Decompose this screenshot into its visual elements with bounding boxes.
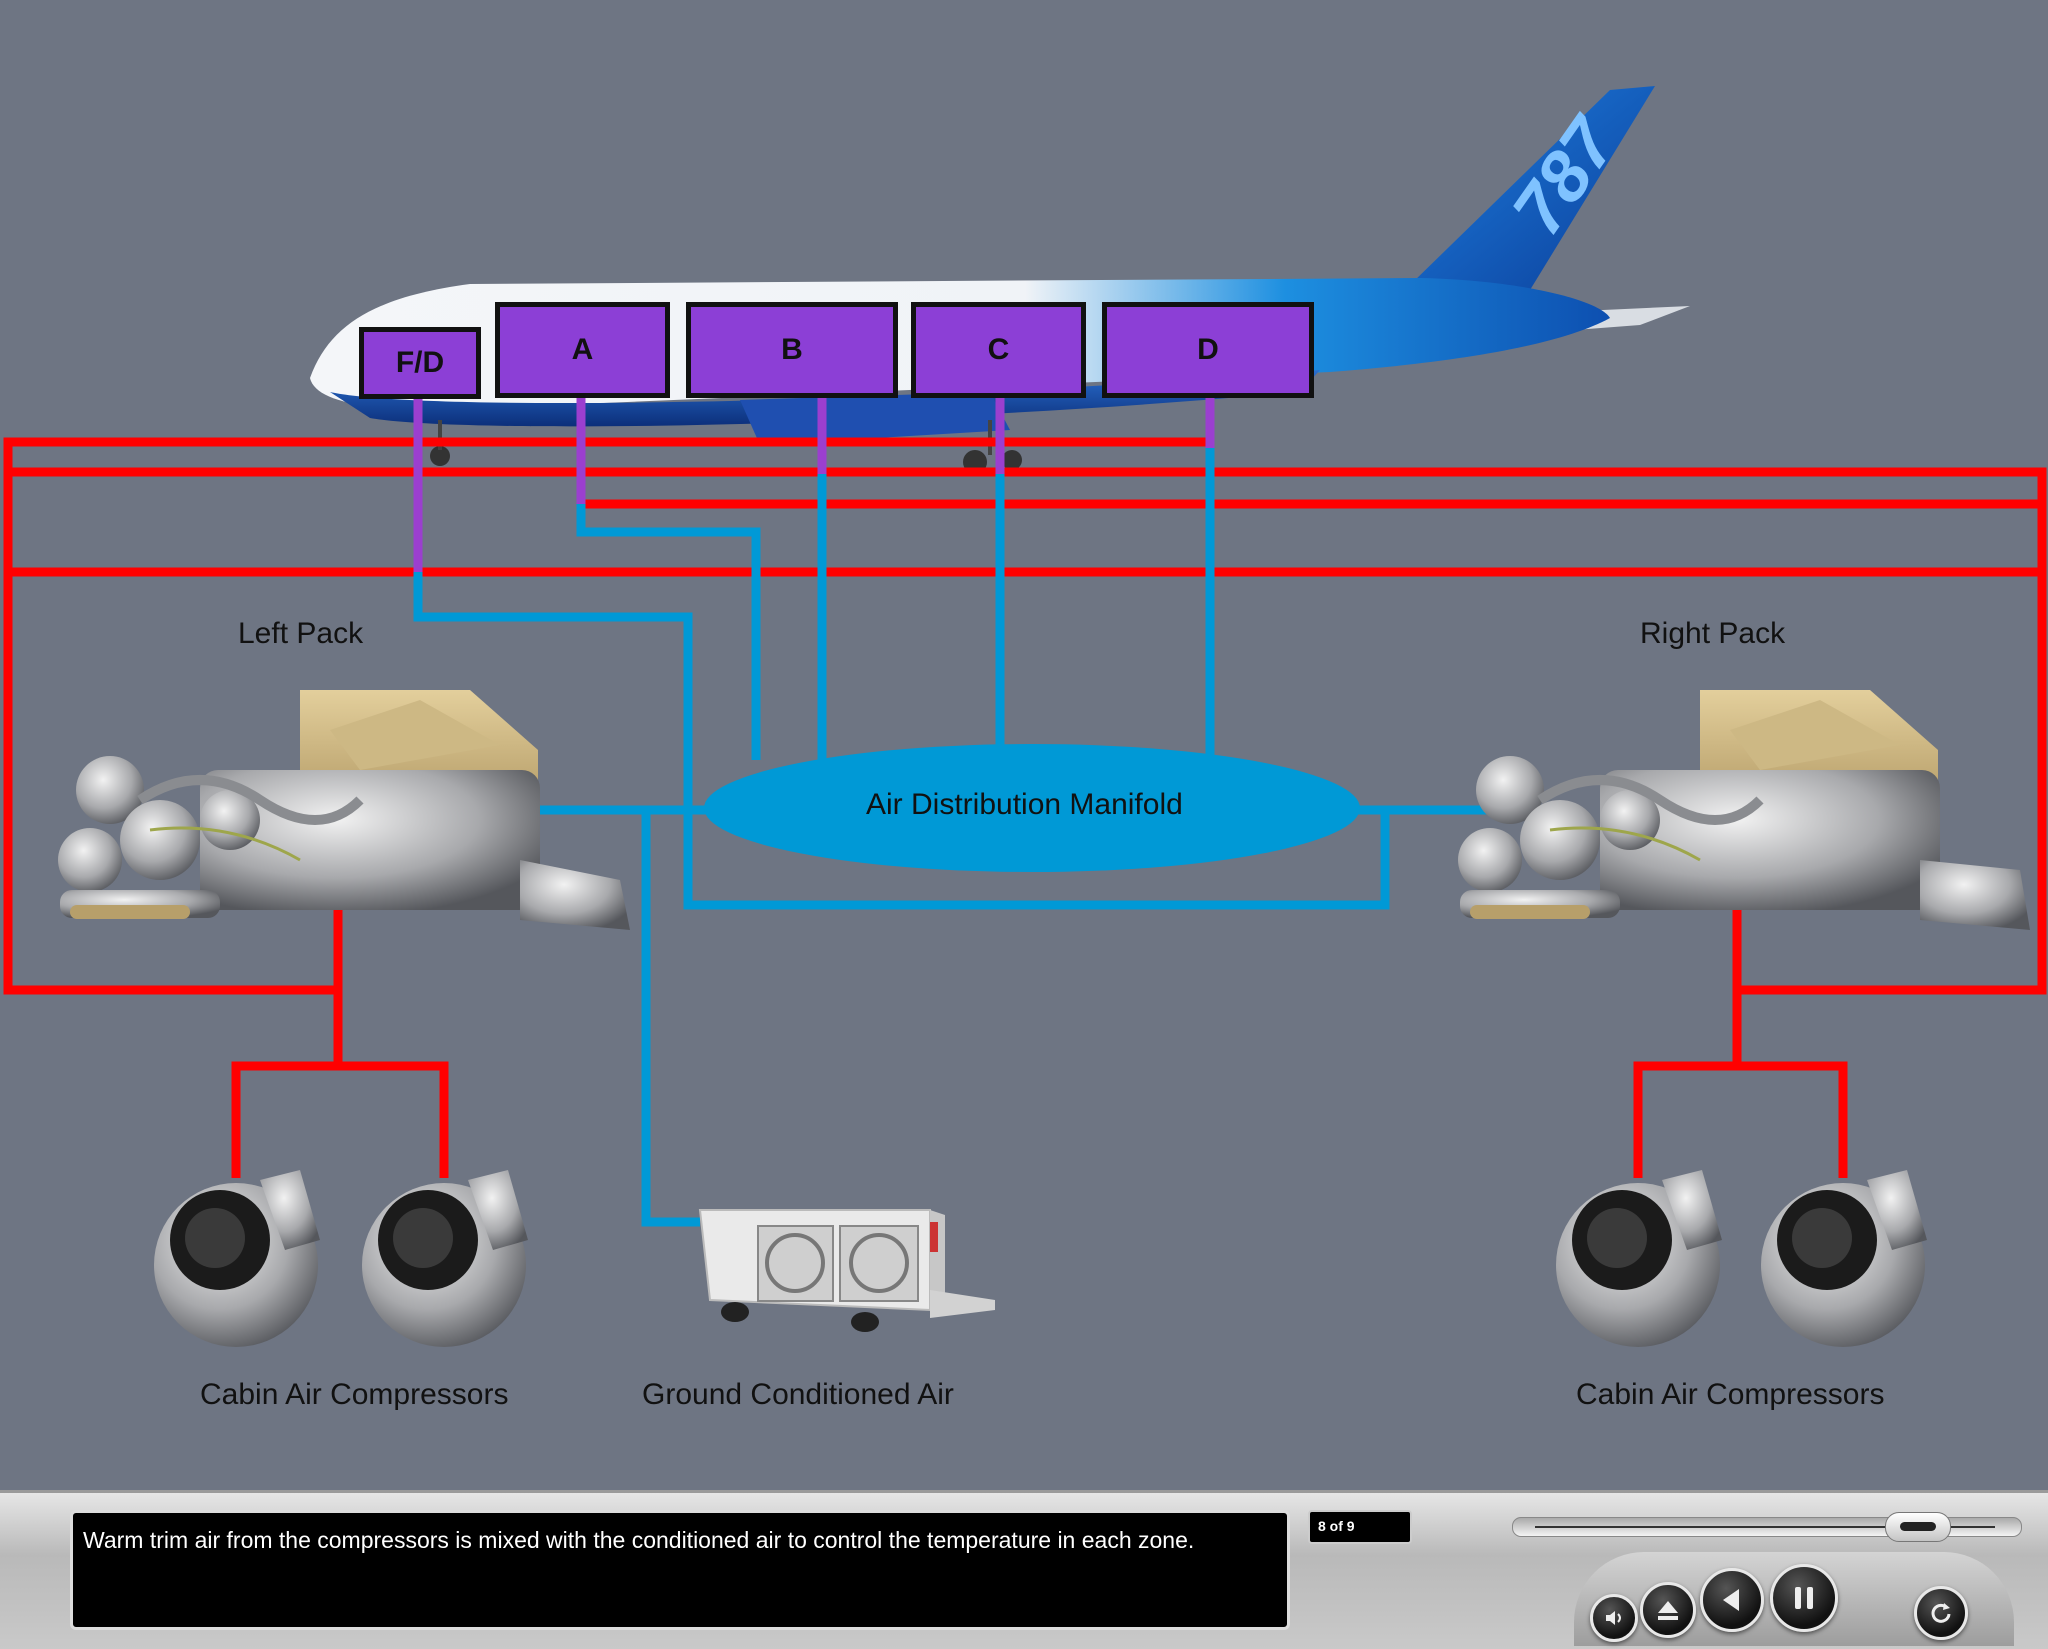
trim-air-ducts	[3, 437, 2047, 1178]
conditioned-air-ducts	[413, 448, 1520, 1227]
compressor-4	[1761, 1170, 1927, 1347]
pause-icon	[1795, 1587, 1813, 1609]
pause-button[interactable]	[1770, 1564, 1838, 1632]
left-pack	[58, 690, 630, 930]
aircraft-tail	[1410, 86, 1655, 290]
right-pack-label: Right Pack	[1640, 617, 1786, 650]
replay-button[interactable]	[1914, 1586, 1968, 1640]
ground-air-cart	[698, 1209, 995, 1332]
compressor-3	[1556, 1170, 1722, 1347]
zone-b: B	[686, 302, 898, 398]
right-pack	[1458, 690, 2030, 930]
left-pack-label: Left Pack	[238, 617, 364, 650]
mixed-air-drops	[413, 386, 1215, 572]
manifold-label: Air Distribution Manifold	[866, 788, 1183, 821]
compressors-left-label: Cabin Air Compressors	[200, 1378, 509, 1411]
zone-c: C	[911, 302, 1086, 398]
zone-a: A	[495, 302, 670, 398]
compressor-1	[154, 1170, 320, 1347]
ground-air-label: Ground Conditioned Air	[642, 1378, 954, 1411]
narration-caption: Warm trim air from the compressors is mi…	[70, 1510, 1290, 1630]
progress-slider[interactable]	[1512, 1512, 2022, 1542]
wing-root	[740, 392, 1010, 445]
volume-button[interactable]	[1590, 1594, 1638, 1642]
air-distribution-diagram: 787	[3, 86, 2047, 1347]
volume-icon	[1606, 1611, 1621, 1625]
cabin-air-compressors-right	[1556, 1170, 1927, 1347]
eject-button[interactable]	[1640, 1582, 1696, 1638]
air-distribution-manifold	[704, 744, 1360, 872]
back-button[interactable]	[1700, 1568, 1764, 1632]
progress-line	[1535, 1526, 1995, 1528]
cabin-air-compressors-left	[154, 1170, 528, 1347]
page-counter: 8 of 9	[1308, 1510, 1412, 1544]
compressor-2	[362, 1170, 528, 1347]
eject-icon	[1658, 1601, 1678, 1620]
zone-d: D	[1102, 302, 1314, 398]
replay-icon	[1931, 1603, 1951, 1623]
back-icon	[1723, 1589, 1739, 1611]
progress-slider-knob[interactable]	[1884, 1512, 1951, 1542]
zone-fd: F/D	[359, 327, 481, 399]
compressors-right-label: Cabin Air Compressors	[1576, 1378, 1885, 1411]
